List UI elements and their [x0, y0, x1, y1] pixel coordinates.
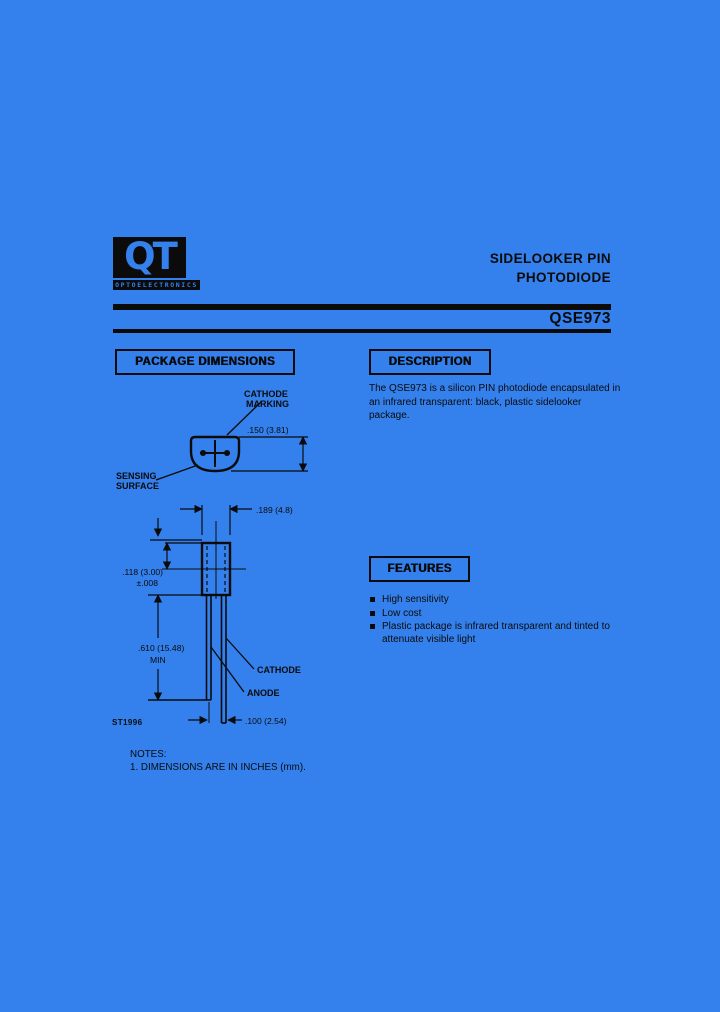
features-list: High sensitivity Low cost Plastic packag… [369, 594, 617, 647]
qt-logo: QT OPTOELECTRONICS [113, 237, 200, 290]
notes-line1: 1. DIMENSIONS ARE IN INCHES (mm). [130, 761, 306, 773]
doc-title-line2: PHOTODIODE [516, 270, 611, 285]
dim-dome-height: .150 (3.81) [247, 425, 289, 435]
dim-lead-length-min: MIN [150, 655, 166, 665]
leader-line [155, 464, 199, 481]
top-view-outline [189, 435, 241, 473]
package-dimensions-diagram: CATHODE MARKING .150 (3.81) SENSING SURF… [116, 389, 308, 726]
leader-line [226, 400, 263, 436]
leader-line [210, 646, 245, 693]
feature-text: Low cost [382, 607, 422, 619]
section-header-description: DESCRIPTION [369, 349, 491, 375]
bullet-square-icon [370, 597, 375, 602]
description-body: The QSE973 is a silicon PIN photodiode e… [369, 383, 621, 421]
cathode-marking-label: CATHODE [244, 389, 288, 399]
section-header-features: FEATURES [369, 556, 470, 582]
package-dimensions-title: PACKAGE DIMENSIONS [135, 356, 275, 368]
notes-block: NOTES: 1. DIMENSIONS ARE IN INCHES (mm). [130, 749, 306, 774]
description-title: DESCRIPTION [388, 356, 472, 368]
list-item: High sensitivity [369, 594, 617, 607]
part-number: QSE973 [549, 310, 611, 327]
bullet-square-icon [370, 624, 375, 629]
cathode-label: CATHODE [257, 665, 301, 675]
features-title: FEATURES [387, 563, 452, 575]
qt-logo-subtext: OPTOELECTRONICS [113, 280, 200, 290]
list-item: Low cost [369, 608, 617, 621]
cathode-marking-label: MARKING [246, 399, 289, 409]
sensing-surface-label: SURFACE [116, 481, 159, 491]
sensing-surface-label: SENSING [116, 471, 157, 481]
drawing-number: ST1996 [112, 718, 143, 727]
dim-lead-spacing: .100 (2.54) [245, 716, 287, 726]
bullet-square-icon [370, 610, 375, 616]
leader-line [225, 637, 255, 670]
anode-label: ANODE [247, 688, 280, 698]
feature-text: Plastic package is infrared transparent … [382, 621, 610, 645]
dim-body-depth-tol: ±.008 [137, 578, 159, 588]
qt-logomark-icon: QT [113, 237, 186, 278]
header-rule-top [113, 304, 611, 310]
feature-text: High sensitivity [382, 594, 449, 605]
doc-title-line1: SIDELOOKER PIN [489, 251, 611, 266]
doc-title: SIDELOOKER PIN PHOTODIODE [490, 249, 611, 287]
dim-body-width: .189 (4.8) [256, 505, 293, 515]
dim-body-depth: .118 (3.00) [122, 567, 163, 577]
list-item: Plastic package is infrared transparent … [369, 621, 617, 646]
notes-heading: NOTES: [130, 749, 167, 760]
header-rule-bottom [113, 329, 611, 333]
section-header-package-dimensions: PACKAGE DIMENSIONS [115, 349, 295, 375]
dim-lead-length: .610 (15.48) [138, 643, 184, 653]
